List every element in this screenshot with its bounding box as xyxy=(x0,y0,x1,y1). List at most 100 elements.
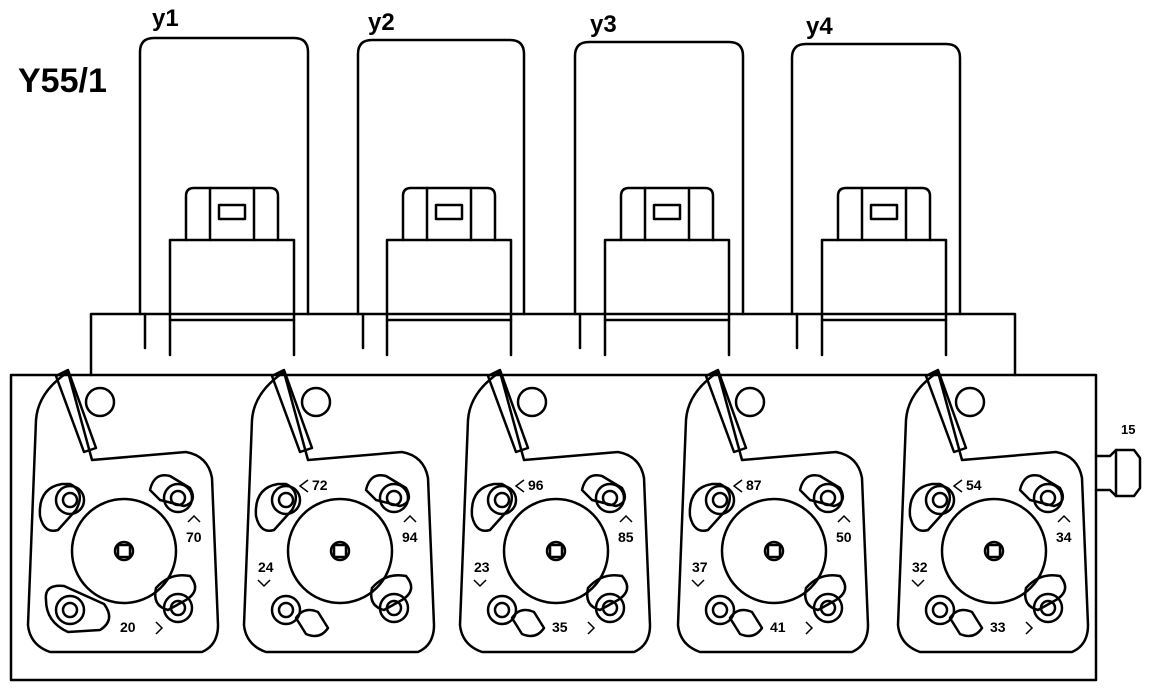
center-bolt xyxy=(545,540,567,562)
port-arrow-marker xyxy=(619,514,633,523)
port-inner xyxy=(277,601,295,619)
port-arrow-marker xyxy=(473,579,487,588)
oval-slot-br xyxy=(586,574,629,612)
plate-lever xyxy=(704,368,748,454)
port-arrow-marker xyxy=(732,479,743,493)
oval-slot-tr xyxy=(798,474,845,508)
oval-slot-tr xyxy=(580,474,627,508)
oval-slot-bl xyxy=(948,608,984,638)
port-inner xyxy=(493,601,511,619)
oval-slot-tl xyxy=(38,482,82,532)
port-outer xyxy=(1032,482,1064,514)
port-inner xyxy=(61,601,79,619)
port-number-label: 96 xyxy=(528,477,544,493)
connector-base-y2 xyxy=(385,238,513,357)
port-number-label: 54 xyxy=(966,477,982,493)
port-number-label: 85 xyxy=(618,529,634,545)
plate-hole xyxy=(84,386,116,418)
plate-hole xyxy=(300,386,332,418)
port-outer xyxy=(704,484,736,516)
oval-slot-bl xyxy=(294,608,330,638)
port-outer xyxy=(924,594,956,626)
center-bolt-head xyxy=(332,543,348,559)
port-outer xyxy=(378,482,410,514)
solenoid-housing-y2 xyxy=(356,38,526,316)
port-inner xyxy=(493,491,511,509)
plate-lever xyxy=(270,368,314,454)
port-arrow-marker xyxy=(691,579,705,588)
central-disk xyxy=(502,497,610,605)
oval-slot-tr xyxy=(148,474,195,508)
oval-slot-br xyxy=(804,574,847,612)
port-outer xyxy=(486,484,518,516)
oval-slot-bl xyxy=(44,584,111,634)
plate-outline xyxy=(458,370,652,654)
port-number-label: 24 xyxy=(258,559,274,575)
port-inner xyxy=(931,601,949,619)
port-arrow-marker xyxy=(155,621,164,635)
manifold-plate xyxy=(89,312,1017,377)
port-number-label: 35 xyxy=(552,619,568,635)
connector-base-y1 xyxy=(168,238,296,357)
port-plate-5 xyxy=(896,368,1090,654)
port-inner xyxy=(277,491,295,509)
port-arrow-marker xyxy=(514,479,525,493)
port-plate-1 xyxy=(26,368,220,654)
plate-lever xyxy=(924,368,968,454)
port-inner xyxy=(711,601,729,619)
plate-outline xyxy=(676,370,870,654)
oval-slot-tr xyxy=(364,474,411,508)
port-number-label: 23 xyxy=(474,559,490,575)
port-outer xyxy=(270,594,302,626)
center-bolt-head xyxy=(986,543,1002,559)
port-plate-3 xyxy=(458,368,652,654)
plate-hole xyxy=(516,386,548,418)
fitting-nut xyxy=(1094,448,1142,498)
port-outer xyxy=(704,594,736,626)
port-arrow-marker xyxy=(911,579,925,588)
oval-slot-tl xyxy=(908,482,952,532)
connector-plug-y1 xyxy=(184,186,280,242)
plate-outline xyxy=(26,370,220,654)
plate-lever xyxy=(486,368,530,454)
oval-slot-tl xyxy=(470,482,514,532)
port-number-label: 87 xyxy=(746,477,762,493)
port-arrow-marker xyxy=(298,479,309,493)
connector-base-y3 xyxy=(603,238,731,357)
port-outer xyxy=(54,594,86,626)
port-number-label: 70 xyxy=(186,529,202,545)
center-bolt xyxy=(329,540,351,562)
port-inner xyxy=(931,491,949,509)
port-number-label: 32 xyxy=(912,559,928,575)
port-arrow-marker xyxy=(837,514,851,523)
central-disk xyxy=(720,497,828,605)
plate-outline xyxy=(896,370,1090,654)
valve-label-y3: y3 xyxy=(590,11,617,38)
port-number-label: 72 xyxy=(312,477,328,493)
center-bolt xyxy=(113,540,135,562)
port-outer xyxy=(924,484,956,516)
solenoid-housing-y3 xyxy=(573,40,745,316)
port-outer xyxy=(486,594,518,626)
port-outer xyxy=(270,484,302,516)
connector-latch-y1 xyxy=(217,203,247,221)
plate-outline xyxy=(242,370,436,654)
port-arrow-marker xyxy=(403,514,417,523)
connector-latch-y3 xyxy=(652,203,682,221)
oval-slot-tl xyxy=(254,482,298,532)
component-title: Y55/1 xyxy=(18,62,107,100)
plate-hole xyxy=(954,386,986,418)
port-arrow-marker xyxy=(1057,514,1071,523)
connector-plug-y4 xyxy=(836,186,932,242)
port-inner xyxy=(61,491,79,509)
solenoid-housing-y4 xyxy=(790,42,962,316)
center-bolt xyxy=(983,540,1005,562)
oval-slot-tl xyxy=(688,482,732,532)
oval-slot-bl xyxy=(510,608,546,638)
port-outer xyxy=(162,482,194,514)
port-arrow-marker xyxy=(805,621,814,635)
housing-body xyxy=(9,373,1098,682)
port-number-label: 34 xyxy=(1056,529,1072,545)
